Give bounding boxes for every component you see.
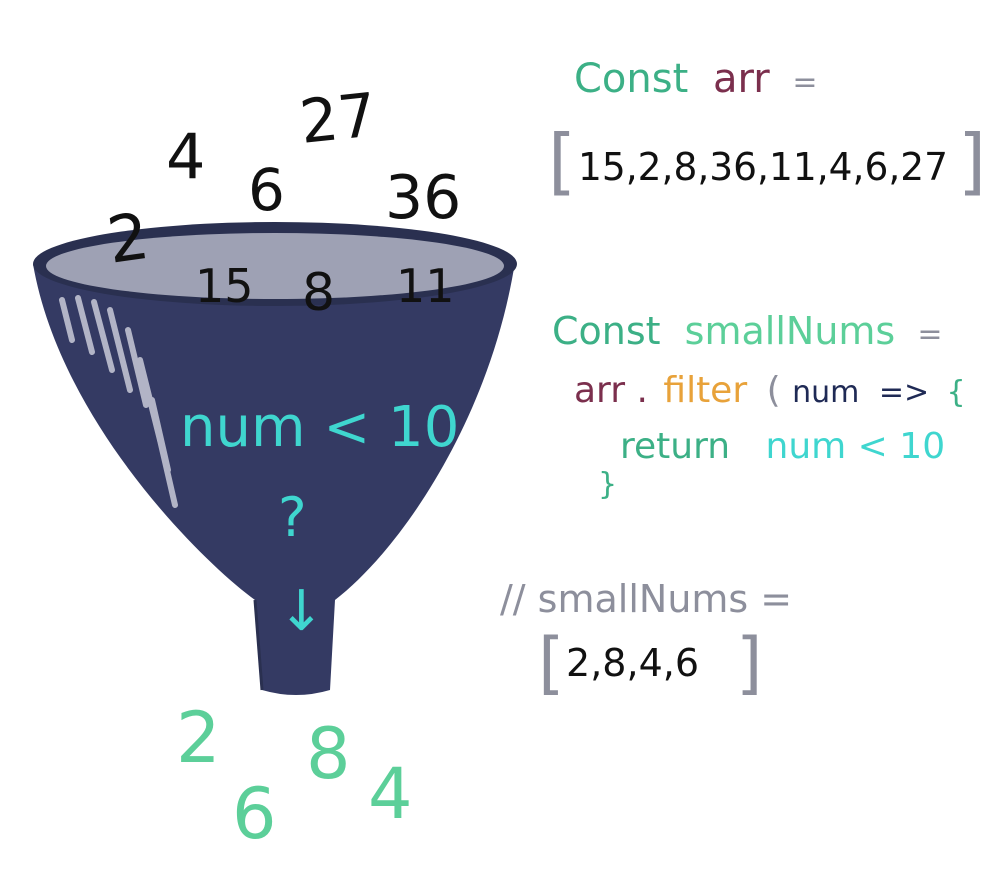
input-number: 15 [195, 259, 254, 313]
svg-text:Const arr =: Const arr = [574, 56, 818, 102]
input-number: 8 [302, 263, 335, 323]
input-number: 11 [396, 259, 455, 313]
keyword-const: Const [574, 56, 688, 102]
equals: = [917, 317, 942, 352]
funnel-inner [46, 233, 504, 299]
comma: , [626, 145, 638, 189]
array-literal: [ 15,2,8,36,11,4,6,27 ] [548, 119, 986, 203]
output-number: 2 [176, 697, 221, 779]
input-number: 6 [248, 156, 285, 224]
equals: = [792, 65, 817, 100]
svg-text:arr . filter: arr . filter ( num => { [574, 370, 966, 411]
comma: , [663, 641, 675, 685]
close-brace: } [598, 467, 617, 502]
open-brace: { [947, 375, 966, 410]
question-mark: ? [278, 486, 307, 549]
array-open-bracket: [ [548, 119, 576, 203]
output-numbers: 2 8 6 4 [176, 697, 413, 855]
array-item: 8 [602, 641, 626, 685]
comment-smallnums: // smallNums = [500, 577, 792, 621]
array-item: 6 [675, 641, 699, 685]
array-item: 27 [900, 145, 948, 189]
array-item: 4 [639, 641, 663, 685]
array-item: 8 [673, 145, 697, 189]
code-line-arr: Const arr = [574, 56, 818, 102]
input-number: 4 [166, 120, 205, 193]
filter-condition: num < 10 [180, 395, 459, 460]
output-number: 8 [306, 713, 351, 795]
comma: , [590, 641, 602, 685]
result-open-bracket: [ [538, 624, 565, 703]
input-numbers: 2 4 6 27 36 15 8 11 [103, 80, 461, 323]
var-arr: arr [713, 56, 770, 102]
comma: , [853, 145, 865, 189]
funnel-highlight [59, 295, 178, 508]
comma: , [757, 145, 769, 189]
comma: , [626, 641, 638, 685]
return-expression: num < 10 [766, 426, 946, 467]
code-line-return: return num < 10 [620, 426, 945, 467]
var-arr: arr [574, 370, 625, 411]
funnel-body [33, 262, 515, 695]
code-line-smallnums: Const smallNums = [552, 309, 942, 353]
comma: , [817, 145, 829, 189]
funnel [33, 222, 517, 695]
array-item: 6 [864, 145, 888, 189]
array-item: 2 [638, 145, 662, 189]
array-item: 15 [578, 145, 626, 189]
array-values: 15,2,8,36,11,4,6,27 [578, 145, 948, 189]
keyword-return: return [620, 426, 730, 467]
arrow-op: => [879, 375, 929, 410]
funnel-stem-left-edge [253, 599, 264, 691]
array-item: 11 [769, 145, 817, 189]
comma: , [888, 145, 900, 189]
svg-text:Const smallNums =: Const smallNums = [552, 309, 942, 353]
result-close-bracket: ] [736, 624, 763, 703]
array-item: 36 [709, 145, 757, 189]
array-item: 2 [566, 641, 590, 685]
code-line-filter: arr . filter ( num => { [574, 370, 966, 411]
input-number: 27 [297, 80, 380, 158]
comma: , [697, 145, 709, 189]
var-smallnums: smallNums [685, 309, 896, 353]
input-number: 36 [385, 163, 461, 233]
param-num: num [792, 375, 859, 410]
open-paren: ( [767, 370, 781, 411]
dot: . [636, 370, 647, 411]
keyword-const: Const [552, 309, 661, 353]
array-close-bracket: ] [958, 119, 986, 203]
array-item: 4 [829, 145, 853, 189]
output-number: 4 [368, 753, 413, 835]
result-array: [ 2,8,4,6 ] [538, 624, 763, 703]
output-number: 6 [232, 773, 277, 855]
svg-text:return num < 10: return num < 10 [620, 426, 945, 467]
result-values: 2,8,4,6 [566, 641, 699, 685]
down-arrow-icon: ↓ [278, 579, 325, 644]
comma: , [662, 145, 674, 189]
method-filter: filter [663, 370, 747, 411]
